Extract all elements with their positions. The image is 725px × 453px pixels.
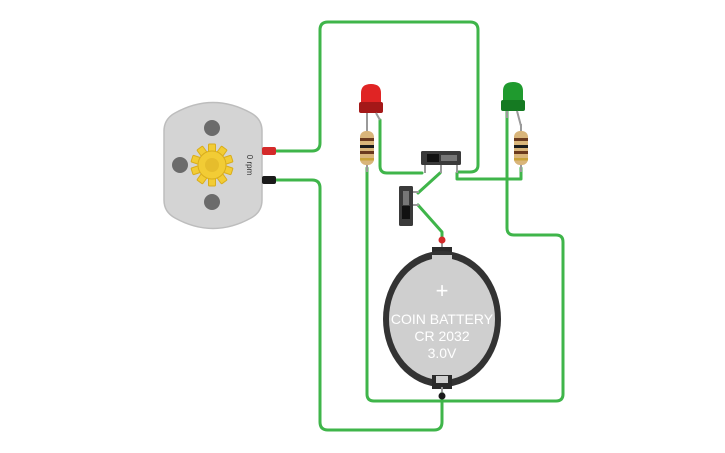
green-led-rim (501, 100, 525, 111)
wire-motor-to-switch-top[interactable] (274, 20, 480, 174)
wire-switch-to-battery-positive[interactable] (416, 203, 444, 242)
battery-terminal-positive[interactable] (438, 236, 446, 244)
switch-track (403, 191, 409, 205)
resistor-green-led[interactable] (514, 124, 528, 172)
resistor-band-3 (514, 151, 528, 154)
battery-label-line3: 3.0V (428, 345, 457, 361)
coin-battery-icon (389, 258, 495, 380)
motor-hole-left (172, 157, 188, 173)
battery-bottom-clip-inner (436, 376, 448, 383)
wire-red-led-to-switch[interactable] (378, 118, 424, 175)
wire-switch-to-switch[interactable] (416, 171, 442, 195)
battery-terminal-negative[interactable] (438, 392, 446, 400)
slide-switch-vertical[interactable] (399, 186, 419, 226)
battery-label-line2: CR 2032 (414, 328, 469, 344)
battery-plus-symbol: + (436, 278, 449, 303)
green-led[interactable] (501, 82, 525, 127)
wire-motor-to-battery-negative[interactable] (274, 178, 444, 432)
battery-label-line1: COIN BATTERY (391, 311, 494, 327)
resistor-band-1 (514, 138, 528, 141)
switch-track (441, 155, 457, 161)
resistor-band-2 (514, 145, 528, 148)
switch-slider[interactable] (427, 154, 439, 162)
battery-top-clip-inner (432, 255, 452, 263)
green-led-icon (503, 82, 523, 102)
wire-switch-to-green-resistor[interactable] (455, 166, 523, 181)
slide-switch-horizontal[interactable] (421, 151, 461, 173)
motor-hole-top (204, 120, 220, 136)
resistor-band-4 (360, 158, 374, 161)
wire-red-resistor-to-ground[interactable] (365, 166, 444, 403)
red-led-icon (361, 84, 381, 104)
wire-green-led-to-ground[interactable] (440, 108, 565, 403)
resistor-band-2 (360, 145, 374, 148)
dc-motor[interactable]: 0 rpm (163, 101, 276, 230)
motor-terminal-positive[interactable] (262, 147, 276, 155)
motor-terminal-negative[interactable] (262, 176, 276, 184)
coin-battery[interactable]: + COIN BATTERY CR 2032 3.0V (383, 236, 501, 400)
red-led-leg-anode (375, 112, 381, 121)
resistor-band-3 (360, 151, 374, 154)
resistor-band-4 (514, 158, 528, 161)
motor-hole-bottom (204, 194, 220, 210)
green-led-leg-anode (516, 110, 522, 127)
switch-slider[interactable] (402, 206, 410, 219)
red-led[interactable] (359, 84, 383, 126)
resistor-red-led[interactable] (360, 124, 374, 172)
red-led-rim (359, 102, 383, 113)
motor-speed-label: 0 rpm (245, 155, 254, 176)
resistor-band-1 (360, 138, 374, 141)
wires (274, 20, 565, 432)
gear-icon (190, 143, 234, 187)
